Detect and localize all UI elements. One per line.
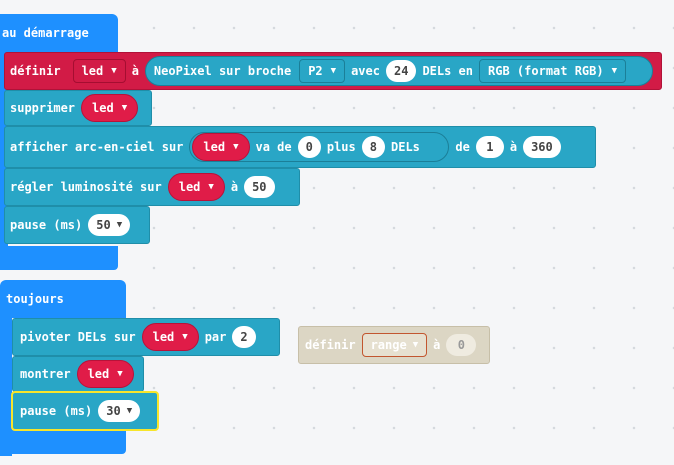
- neopixel-create-block[interactable]: NeoPixel sur broche P2 ▼ avec 24 DELs en…: [144, 56, 653, 86]
- clear-block[interactable]: supprimer led ▼: [4, 90, 152, 126]
- var-led-reporter[interactable]: led ▼: [167, 173, 225, 201]
- mode-dropdown[interactable]: RGB (format RGB) ▼: [479, 59, 627, 83]
- range-reporter[interactable]: led ▼ va de 0 plus 8 DELs: [189, 132, 450, 162]
- rotate-offset-input[interactable]: 2: [232, 326, 256, 348]
- rotate-block[interactable]: pivoter DELs sur led ▼ par 2: [12, 318, 280, 356]
- dropdown-caret-icon: ▼: [208, 182, 214, 192]
- dropdown-caret-icon: ▼: [182, 332, 188, 342]
- dropdown-caret-icon: ▼: [412, 340, 419, 350]
- dropdown-caret-icon: ▼: [111, 66, 117, 76]
- on-start-bottom: [0, 246, 118, 270]
- brightness-input[interactable]: 50: [244, 176, 275, 198]
- led-count-input[interactable]: 24: [385, 60, 417, 82]
- dropdown-caret-icon: ▼: [611, 66, 618, 76]
- hue-end-input[interactable]: 360: [523, 136, 561, 158]
- set-neopixel-block[interactable]: définir led ▼ à NeoPixel sur broche P2 ▼…: [4, 52, 662, 90]
- show-block[interactable]: montrer led ▼: [12, 356, 144, 392]
- pin-dropdown[interactable]: P2 ▼: [299, 59, 346, 83]
- pause-block-selected[interactable]: pause (ms) 30 ▼: [11, 391, 159, 431]
- rainbow-block[interactable]: afficher arc-en-ciel sur led ▼ va de 0 p…: [4, 126, 596, 168]
- set-label: définir: [10, 64, 61, 78]
- on-start-label: au démarrage: [2, 26, 89, 40]
- pause-value-dropdown[interactable]: 30 ▼: [98, 400, 141, 422]
- forever-header[interactable]: toujours: [0, 280, 126, 318]
- var-led-reporter[interactable]: led ▼: [141, 323, 199, 351]
- disabled-set-range-block[interactable]: définir range ▼ à 0: [298, 326, 490, 364]
- dropdown-caret-icon: ▼: [121, 103, 128, 113]
- range-value-input[interactable]: 0: [446, 334, 477, 356]
- pause-block[interactable]: pause (ms) 50 ▼: [4, 206, 150, 244]
- forever-left-rail: [0, 316, 12, 456]
- dropdown-caret-icon: ▼: [116, 220, 123, 230]
- dropdown-caret-icon: ▼: [126, 406, 133, 416]
- range-var-dropdown[interactable]: range ▼: [361, 333, 428, 357]
- forever-label: toujours: [6, 292, 64, 306]
- on-start-header[interactable]: au démarrage: [0, 14, 118, 52]
- var-led-reporter[interactable]: led ▼: [76, 360, 134, 388]
- var-dropdown[interactable]: led ▼: [72, 59, 126, 83]
- var-led-reporter[interactable]: led ▼: [81, 94, 139, 122]
- range-start-input[interactable]: 0: [297, 136, 321, 158]
- hue-start-input[interactable]: 1: [475, 136, 504, 158]
- brightness-block[interactable]: régler luminosité sur led ▼ à 50: [4, 168, 300, 206]
- pause-value-dropdown[interactable]: 50 ▼: [88, 214, 131, 236]
- var-led-reporter[interactable]: led ▼: [192, 133, 250, 161]
- range-length-input[interactable]: 8: [361, 136, 385, 158]
- dropdown-caret-icon: ▼: [330, 66, 337, 76]
- dropdown-caret-icon: ▼: [117, 369, 123, 379]
- dropdown-caret-icon: ▼: [233, 142, 239, 152]
- forever-bottom: [0, 430, 126, 454]
